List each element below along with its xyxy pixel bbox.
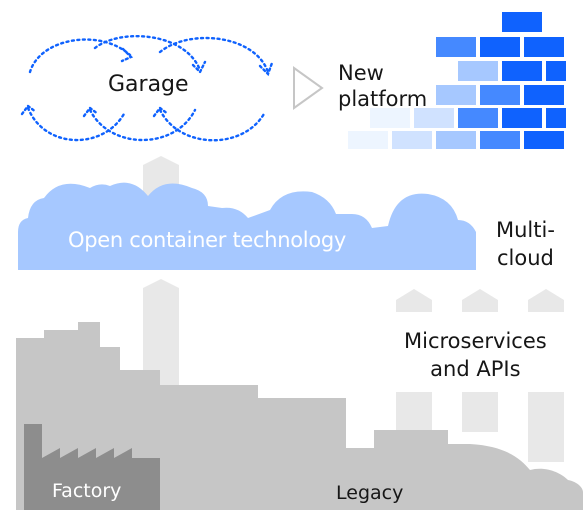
brick bbox=[348, 131, 388, 149]
arrowhead-1 bbox=[120, 47, 134, 63]
multicloud-label: Multi- cloud bbox=[496, 216, 555, 272]
garage-label: Garage bbox=[108, 72, 189, 97]
brick bbox=[480, 37, 520, 57]
brick bbox=[502, 12, 542, 32]
legacy-label: Legacy bbox=[336, 482, 404, 504]
factory-building bbox=[24, 424, 160, 510]
multicloud-line2: cloud bbox=[497, 246, 554, 270]
microservices-label: Microservices and APIs bbox=[404, 327, 547, 383]
microservice-pillar-2 bbox=[462, 289, 498, 312]
brick bbox=[414, 108, 454, 128]
microservice-pillar-3 bbox=[528, 289, 564, 312]
garage-arrowheads bbox=[20, 47, 274, 118]
arrowhead-6 bbox=[152, 106, 170, 118]
open-container-cloud bbox=[18, 182, 476, 270]
brick bbox=[502, 61, 542, 81]
brick bbox=[524, 37, 564, 57]
arrowhead-5 bbox=[82, 106, 100, 118]
brick bbox=[524, 131, 564, 149]
microservice-pillar-1 bbox=[396, 289, 432, 312]
garage-arc-bottom-3 bbox=[158, 108, 267, 142]
arrowhead-2 bbox=[191, 60, 207, 75]
platform-bricks bbox=[348, 12, 566, 149]
brick bbox=[524, 85, 564, 105]
microservice-pillar-3-base bbox=[528, 392, 564, 462]
new-platform-label: New platform bbox=[338, 60, 427, 112]
arrowhead-3 bbox=[258, 61, 274, 77]
microservice-pillar-1-base bbox=[396, 392, 432, 432]
chevron-right-icon bbox=[293, 66, 324, 110]
arrowhead-4 bbox=[20, 104, 38, 116]
garage-cycle-icon bbox=[26, 35, 270, 142]
multicloud-line1: Multi- bbox=[496, 218, 555, 242]
garage-arc-top-2 bbox=[93, 35, 202, 72]
brick bbox=[546, 108, 566, 128]
brick bbox=[480, 131, 520, 149]
brick bbox=[436, 131, 476, 149]
brick bbox=[392, 131, 432, 149]
garage-arc-top-3 bbox=[158, 36, 270, 74]
new-platform-line2: platform bbox=[338, 87, 428, 111]
microservices-line2: and APIs bbox=[430, 357, 521, 381]
microservices-line1: Microservices bbox=[404, 329, 547, 353]
brick bbox=[458, 108, 498, 128]
garage-arc-top-1 bbox=[28, 38, 132, 74]
factory-label: Factory bbox=[52, 480, 122, 502]
new-platform-line1: New bbox=[338, 61, 384, 85]
brick bbox=[370, 108, 410, 128]
brick bbox=[458, 61, 498, 81]
background-pillars bbox=[143, 156, 564, 462]
microservice-pillar-2-base bbox=[462, 392, 498, 432]
open-container-label: Open container technology bbox=[68, 228, 347, 252]
brick bbox=[546, 61, 566, 81]
garage-arc-bottom-1 bbox=[26, 106, 127, 142]
brick bbox=[502, 108, 542, 128]
brick bbox=[436, 85, 476, 105]
brick bbox=[480, 85, 520, 105]
garage-arc-bottom-2 bbox=[88, 108, 197, 142]
brick bbox=[436, 37, 476, 57]
